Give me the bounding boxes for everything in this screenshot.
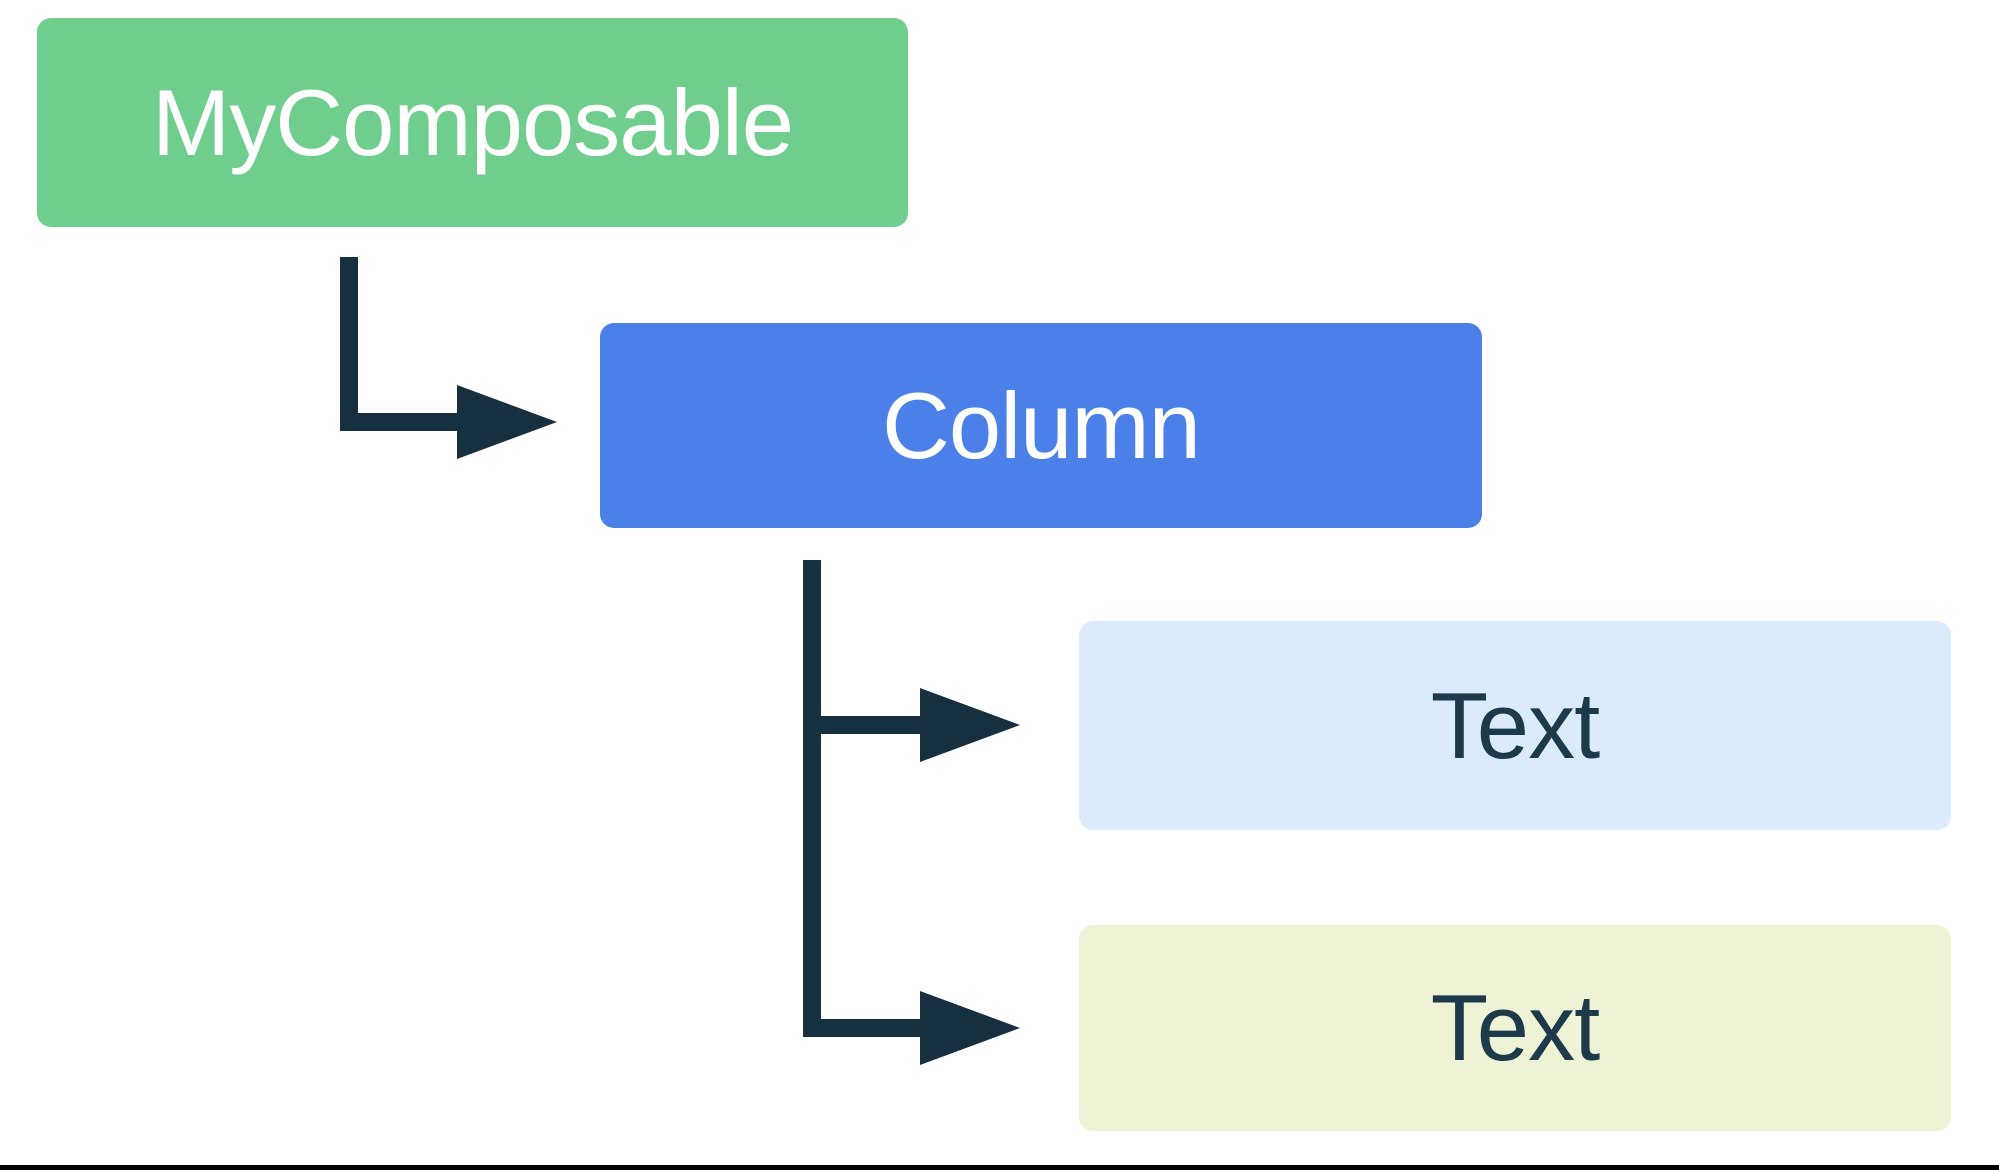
arrowhead-to-text-2-icon (920, 991, 1020, 1065)
node-column-label: Column (882, 372, 1201, 478)
node-mycomposable-label: MyComposable (151, 69, 794, 175)
arrow-branch-to-text-1-segment (803, 716, 920, 734)
node-text-2-label: Text (1430, 975, 1600, 1080)
node-text-1: Text (1079, 621, 1951, 830)
arrow-column-vertical-trunk (803, 560, 821, 1037)
bottom-border-line (0, 1165, 1999, 1170)
node-mycomposable: MyComposable (37, 18, 908, 227)
arrow-mycomposable-horizontal-segment (340, 413, 457, 431)
arrowhead-to-column-icon (457, 385, 557, 459)
arrow-branch-to-text-2-segment (803, 1019, 920, 1037)
arrow-mycomposable-vertical-segment (340, 257, 358, 431)
node-column: Column (600, 323, 1482, 528)
node-text-2: Text (1079, 925, 1951, 1131)
node-text-1-label: Text (1430, 672, 1600, 778)
arrowhead-to-text-1-icon (920, 688, 1020, 762)
